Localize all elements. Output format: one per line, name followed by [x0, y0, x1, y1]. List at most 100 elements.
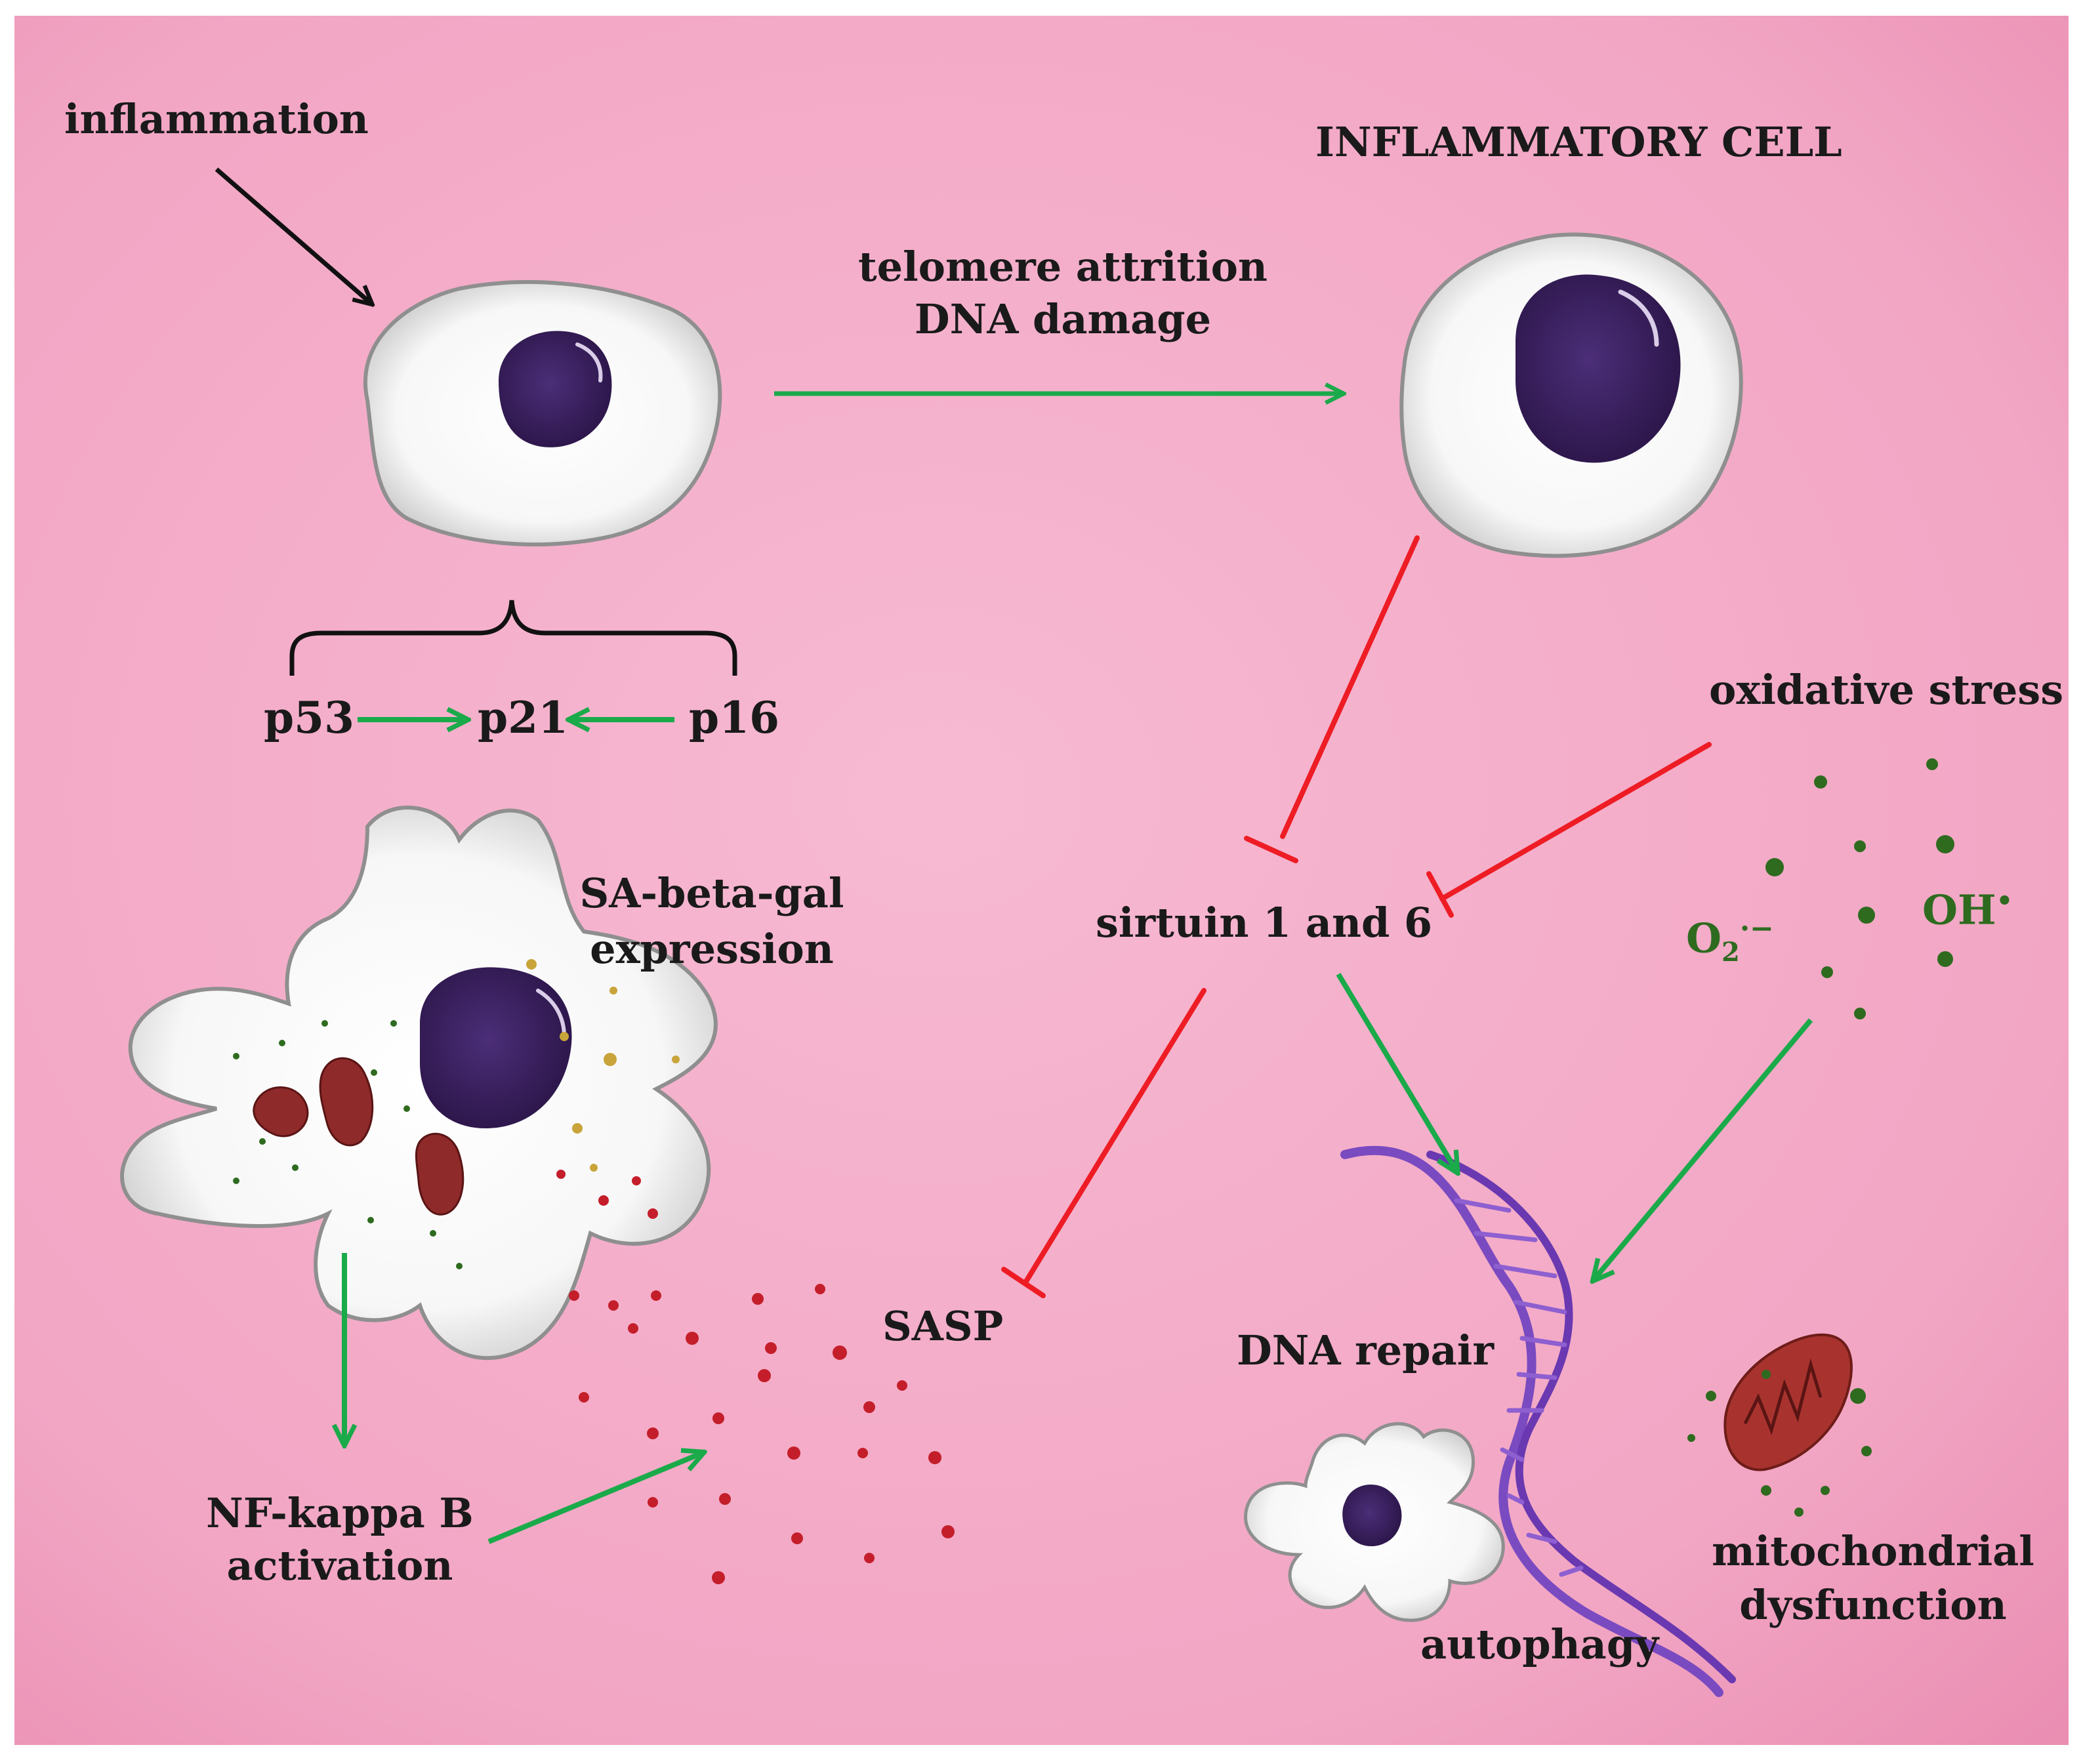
sasp-dot [941, 1525, 955, 1538]
label-dna-repair: DNA repair [1237, 1326, 1494, 1374]
arrow-ros-to-dna [1594, 1018, 1813, 1279]
sasp-dot [765, 1342, 777, 1354]
arrow-inflammation-to-cell [215, 167, 371, 303]
sasp-dot [864, 1553, 875, 1563]
cell-granule-dot [604, 1053, 617, 1066]
sasp-dot [787, 1446, 800, 1460]
ros-dot [1854, 1008, 1866, 1019]
ros-dot [1821, 1486, 1830, 1495]
label-nf-kappa-b: NF-kappa B [206, 1489, 474, 1537]
ros-dot [1762, 1370, 1771, 1379]
label-p21: p21 [478, 692, 568, 743]
sasp-dot [651, 1290, 661, 1301]
cell-granule-dot [279, 1040, 285, 1046]
label-oxidative-stress: oxidative stress [1709, 666, 2064, 714]
cell-granule-dot [390, 1020, 397, 1027]
label-inflammatory-cell: INFLAMMATORY CELL [1315, 118, 1842, 166]
cell-granule-dot [371, 1069, 377, 1076]
cell-granule-dot [233, 1053, 239, 1059]
sasp-dot [752, 1293, 764, 1305]
ros-dot [1814, 775, 1827, 789]
cell-granule-dot [367, 1217, 374, 1223]
cell-granule-dot [259, 1138, 266, 1145]
mitochondrion [253, 1086, 309, 1138]
inhibit-cell-to-sirtuin [1244, 535, 1420, 863]
autophagy-cell-nucleus [1342, 1485, 1402, 1547]
sasp-dot [628, 1323, 638, 1334]
label-activation: activation [226, 1542, 453, 1590]
mitochondrion [319, 1057, 374, 1147]
inhibit-sirtuin-to-sasp [1001, 988, 1206, 1298]
ros-dot [1854, 840, 1866, 852]
mitochondrion-large [1723, 1333, 1853, 1471]
ros-dot [1861, 1446, 1872, 1456]
cell-granule-dot [598, 1195, 609, 1206]
label-autophagy: autophagy [1420, 1620, 1659, 1668]
label-mitochondrial: mitochondrial [1712, 1527, 2034, 1575]
label-hydroxyl: OH• [1922, 886, 2013, 934]
ros-dot [1821, 966, 1833, 978]
label-sasp: SASP [882, 1302, 1004, 1350]
normal-cell-nucleus [499, 331, 612, 447]
ros-dot [1687, 1434, 1695, 1442]
ros-dot [1937, 951, 1953, 967]
cell-granule-dot [632, 1176, 641, 1185]
inflammatory-cell-nucleus [1516, 274, 1681, 463]
senescent-cell-dots [233, 959, 680, 1269]
arrow-sirtuin-to-dna-repair [1336, 972, 1456, 1171]
sasp-dot [712, 1571, 725, 1584]
cell-granule-dot [292, 1164, 299, 1171]
sasp-dot [569, 1290, 579, 1301]
sasp-dot [833, 1345, 847, 1360]
senescent-cell [120, 806, 718, 1361]
label-sirtuin: sirtuin 1 and 6 [1096, 899, 1433, 947]
cell-granule-dot [233, 1178, 239, 1184]
label-p53: p53 [264, 692, 354, 743]
sasp-dot [791, 1532, 803, 1544]
cell-granule-dot [672, 1056, 680, 1063]
cell-granule-dot [648, 1208, 658, 1219]
sasp-dot [758, 1369, 771, 1382]
cell-granule-dot [321, 1020, 328, 1027]
cell-granule-dot [403, 1105, 410, 1112]
label-expression: expression [590, 925, 834, 973]
label-dna-damage: DNA damage [914, 295, 1212, 343]
ros-dot [1765, 858, 1784, 876]
ros-dot [1926, 758, 1938, 770]
senescent-cell-nucleus [420, 967, 572, 1128]
dna-double-helix [1340, 1145, 1736, 1697]
normal-cell [363, 280, 722, 546]
sasp-dot [579, 1392, 589, 1403]
sasp-dots [569, 1284, 955, 1584]
inhibit-oxidative-stress-to-sirtuin [1426, 742, 1712, 918]
cell-granule-dot [526, 959, 537, 970]
label-sa-beta-gal: SA-beta-gal [579, 869, 844, 917]
inflammatory-cell [1399, 232, 1743, 558]
label-dysfunction: dysfunction [1739, 1581, 2007, 1629]
sasp-dot [608, 1300, 619, 1311]
cell-granule-dot [556, 1170, 566, 1179]
label-telomere-attrition: telomere attrition [857, 243, 1268, 291]
ros-dots [1687, 758, 1954, 1517]
sasp-dot [712, 1412, 724, 1424]
ros-dot [1858, 907, 1875, 924]
sasp-dot [719, 1493, 731, 1505]
ros-dot [1706, 1391, 1716, 1401]
sasp-dot [647, 1427, 659, 1439]
cell-granule-dot [609, 987, 617, 995]
ros-dot [1936, 835, 1954, 853]
ros-dot [1850, 1388, 1866, 1404]
sasp-dot [863, 1401, 875, 1413]
label-superoxide: O2·− [1686, 912, 1775, 968]
sasp-dot [815, 1284, 825, 1294]
cell-granule-dot [590, 1164, 598, 1172]
sasp-dot [648, 1497, 658, 1508]
ros-dot [1761, 1485, 1771, 1496]
label-p16: p16 [689, 692, 779, 743]
cell-granule-dot [572, 1123, 583, 1134]
cell-granule-dot [560, 1032, 569, 1041]
cell-granule-dot [456, 1263, 463, 1269]
autophagy-cell [1244, 1422, 1505, 1622]
